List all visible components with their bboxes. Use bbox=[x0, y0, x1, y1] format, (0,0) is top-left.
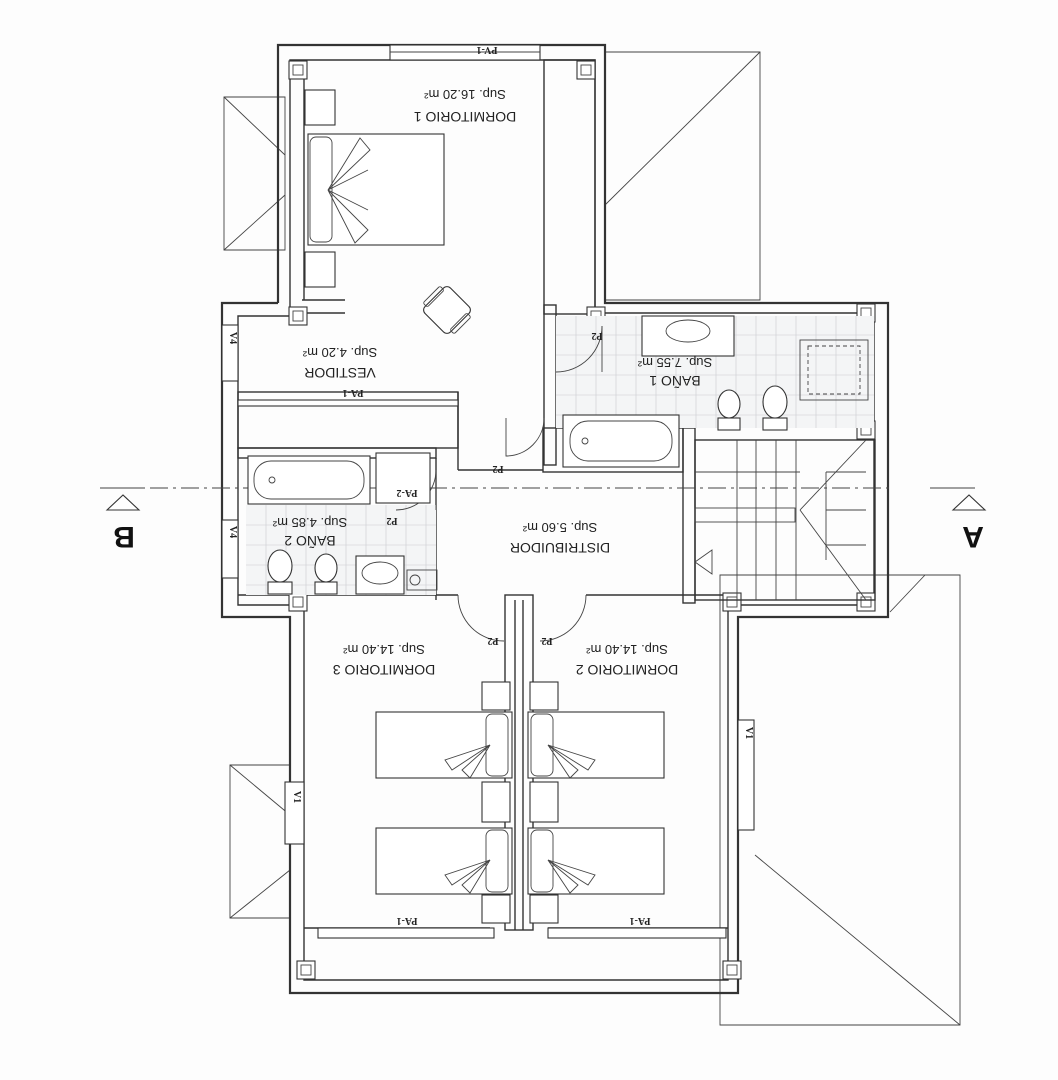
washbasin bbox=[355, 555, 405, 595]
bathtub bbox=[247, 455, 371, 505]
nightstand bbox=[481, 681, 511, 711]
section-marker-b: B bbox=[113, 520, 135, 553]
window-code-pa1: PA-1 bbox=[630, 915, 651, 926]
nightstand bbox=[481, 781, 511, 823]
svg-text:Sup. 5.60 m²: Sup. 5.60 m² bbox=[522, 520, 597, 535]
window-code-v1: V1 bbox=[743, 727, 754, 739]
nightstand bbox=[529, 781, 559, 823]
svg-text:DORMITORIO 3: DORMITORIO 3 bbox=[333, 662, 436, 678]
svg-text:Sup. 4.85 m²: Sup. 4.85 m² bbox=[272, 515, 347, 530]
svg-text:DORMITORIO 2: DORMITORIO 2 bbox=[576, 662, 679, 678]
nightstand bbox=[529, 681, 559, 711]
room-label-dormitorio-1: DORMITORIO 1 Sup. 16.20 m² bbox=[414, 87, 517, 125]
single-bed bbox=[375, 827, 513, 895]
room-label-dormitorio-3: DORMITORIO 3 Sup. 14.40 m² bbox=[333, 642, 436, 678]
svg-text:Sup. 7.55 m²: Sup. 7.55 m² bbox=[637, 355, 712, 370]
window-code-pa2: PA-2 bbox=[397, 487, 418, 498]
shower-tray bbox=[799, 339, 869, 401]
svg-text:Sup. 14.40 m²: Sup. 14.40 m² bbox=[586, 642, 668, 657]
cabinet bbox=[375, 452, 431, 504]
door-code-p2: P2 bbox=[386, 515, 397, 526]
svg-text:BAÑO 1: BAÑO 1 bbox=[649, 373, 701, 389]
window-code-pa1: PA-1 bbox=[397, 915, 418, 926]
staircase bbox=[694, 439, 876, 601]
door-code-p2: P2 bbox=[591, 330, 602, 341]
room-label-dormitorio-2: DORMITORIO 2 Sup. 14.40 m² bbox=[576, 642, 679, 678]
washbasin-counter bbox=[641, 315, 735, 357]
svg-text:Sup. 16.20 m²: Sup. 16.20 m² bbox=[424, 87, 506, 102]
svg-text:DORMITORIO 1: DORMITORIO 1 bbox=[414, 109, 517, 125]
window-code-v4: V4 bbox=[227, 526, 238, 538]
room-label-bano-1: BAÑO 1 Sup. 7.55 m² bbox=[637, 355, 712, 389]
room-label-bano-2: BAÑO 2 Sup. 4.85 m² bbox=[272, 515, 347, 549]
double-bed bbox=[307, 133, 445, 246]
nightstand bbox=[481, 894, 511, 924]
window-code-pa1: PA-1 bbox=[343, 387, 364, 398]
svg-text:BAÑO 2: BAÑO 2 bbox=[284, 533, 336, 549]
section-marker-a: A bbox=[962, 520, 984, 553]
nightstand bbox=[304, 251, 336, 288]
room-label-vestidor: VESTIDOR Sup. 4.20 m² bbox=[302, 345, 377, 381]
nightstand bbox=[529, 894, 559, 924]
window-code-v4: V4 bbox=[227, 332, 238, 344]
svg-text:DISTRIBUIDOR: DISTRIBUIDOR bbox=[510, 540, 610, 556]
bidet bbox=[717, 389, 741, 431]
room-label-distribuidor: DISTRIBUIDOR Sup. 5.60 m² bbox=[510, 520, 610, 556]
door-code-p2: P2 bbox=[492, 463, 503, 474]
door-code-p2: P2 bbox=[541, 635, 552, 646]
section-line bbox=[100, 487, 987, 511]
single-bed bbox=[375, 711, 513, 779]
armchair bbox=[423, 286, 471, 334]
windows bbox=[221, 44, 755, 939]
structural-columns bbox=[288, 60, 876, 980]
toilet bbox=[267, 549, 293, 595]
door-code-p2: P2 bbox=[487, 635, 498, 646]
svg-text:Sup. 4.20 m²: Sup. 4.20 m² bbox=[302, 345, 377, 360]
svg-text:Sup. 14.40 m²: Sup. 14.40 m² bbox=[343, 642, 425, 657]
single-bed bbox=[527, 711, 665, 779]
window-code-v1: V1 bbox=[291, 791, 302, 803]
window-code-pv1: PV-1 bbox=[477, 44, 498, 55]
bidet bbox=[314, 553, 338, 595]
single-bed bbox=[527, 827, 665, 895]
toilet bbox=[762, 385, 788, 431]
nightstand bbox=[304, 89, 336, 126]
svg-text:VESTIDOR: VESTIDOR bbox=[304, 365, 376, 381]
